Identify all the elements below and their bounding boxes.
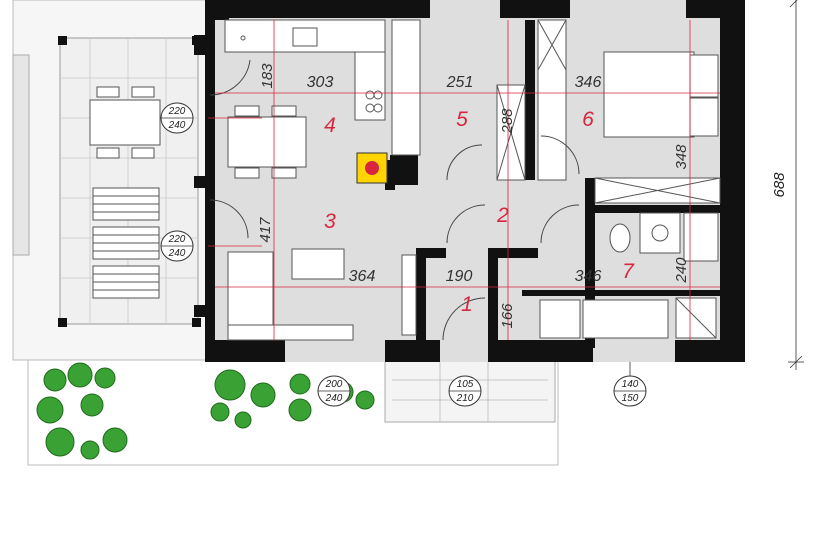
opening-tag-5: 140 150	[613, 362, 647, 407]
opening-tag-1-top: 220	[168, 106, 186, 117]
room-number-5: 5	[456, 108, 468, 131]
terrace	[12, 0, 207, 361]
opening-tag-1-bottom: 240	[168, 120, 186, 131]
opening-tag-5-top: 140	[622, 379, 639, 390]
bathroom-fixtures	[539, 212, 719, 339]
opening-tag-1: 220 240	[160, 102, 194, 134]
overall-dimension-line	[788, 0, 804, 370]
dimension-303: 303	[307, 74, 334, 91]
kitchen-counter	[224, 19, 386, 121]
dimension-lines	[208, 20, 720, 340]
dimension-364: 364	[349, 268, 376, 285]
dimension-240: 240	[673, 257, 690, 284]
opening-tag-4-top: 105	[457, 379, 474, 390]
opening-tag-3: 200 240	[317, 375, 351, 407]
bedroom-furniture	[537, 19, 721, 204]
dimension-346-bottom: 346	[575, 268, 602, 285]
storage-furniture	[391, 19, 526, 181]
room-number-1: 1	[461, 293, 473, 316]
overall-dimension-label: 688	[771, 172, 788, 198]
walls	[194, 0, 745, 362]
room-number-3: 3	[324, 210, 336, 233]
room-number-7: 7	[622, 260, 635, 283]
dimension-348: 348	[673, 144, 690, 170]
living-room-furniture	[227, 248, 417, 341]
dimension-346-top: 346	[575, 74, 602, 91]
dimension-190: 190	[446, 268, 473, 285]
dimension-417: 417	[257, 217, 274, 243]
opening-tag-2-top: 220	[168, 234, 186, 245]
dimension-166: 166	[499, 303, 516, 329]
opening-tag-2-bottom: 240	[168, 248, 186, 259]
room-number-6: 6	[582, 108, 594, 131]
terrace-dining-table	[89, 86, 161, 159]
dimension-288: 288	[499, 108, 516, 135]
opening-tag-4-bottom: 210	[456, 393, 474, 404]
opening-tag-5-bottom: 150	[622, 393, 639, 404]
opening-tag-2: 220 240	[160, 230, 194, 262]
room-number-2: 2	[496, 204, 509, 227]
dimension-251: 251	[446, 74, 474, 91]
room-number-4: 4	[324, 114, 336, 137]
sun-loungers	[92, 187, 160, 299]
dimension-183: 183	[259, 63, 276, 89]
opening-tag-3-top: 200	[325, 379, 343, 390]
dining-table	[227, 105, 307, 179]
opening-tag-4: 105 210	[448, 375, 482, 407]
fireplace-icon	[365, 161, 379, 175]
door-swings	[209, 59, 580, 341]
opening-tag-3-bottom: 240	[325, 393, 343, 404]
